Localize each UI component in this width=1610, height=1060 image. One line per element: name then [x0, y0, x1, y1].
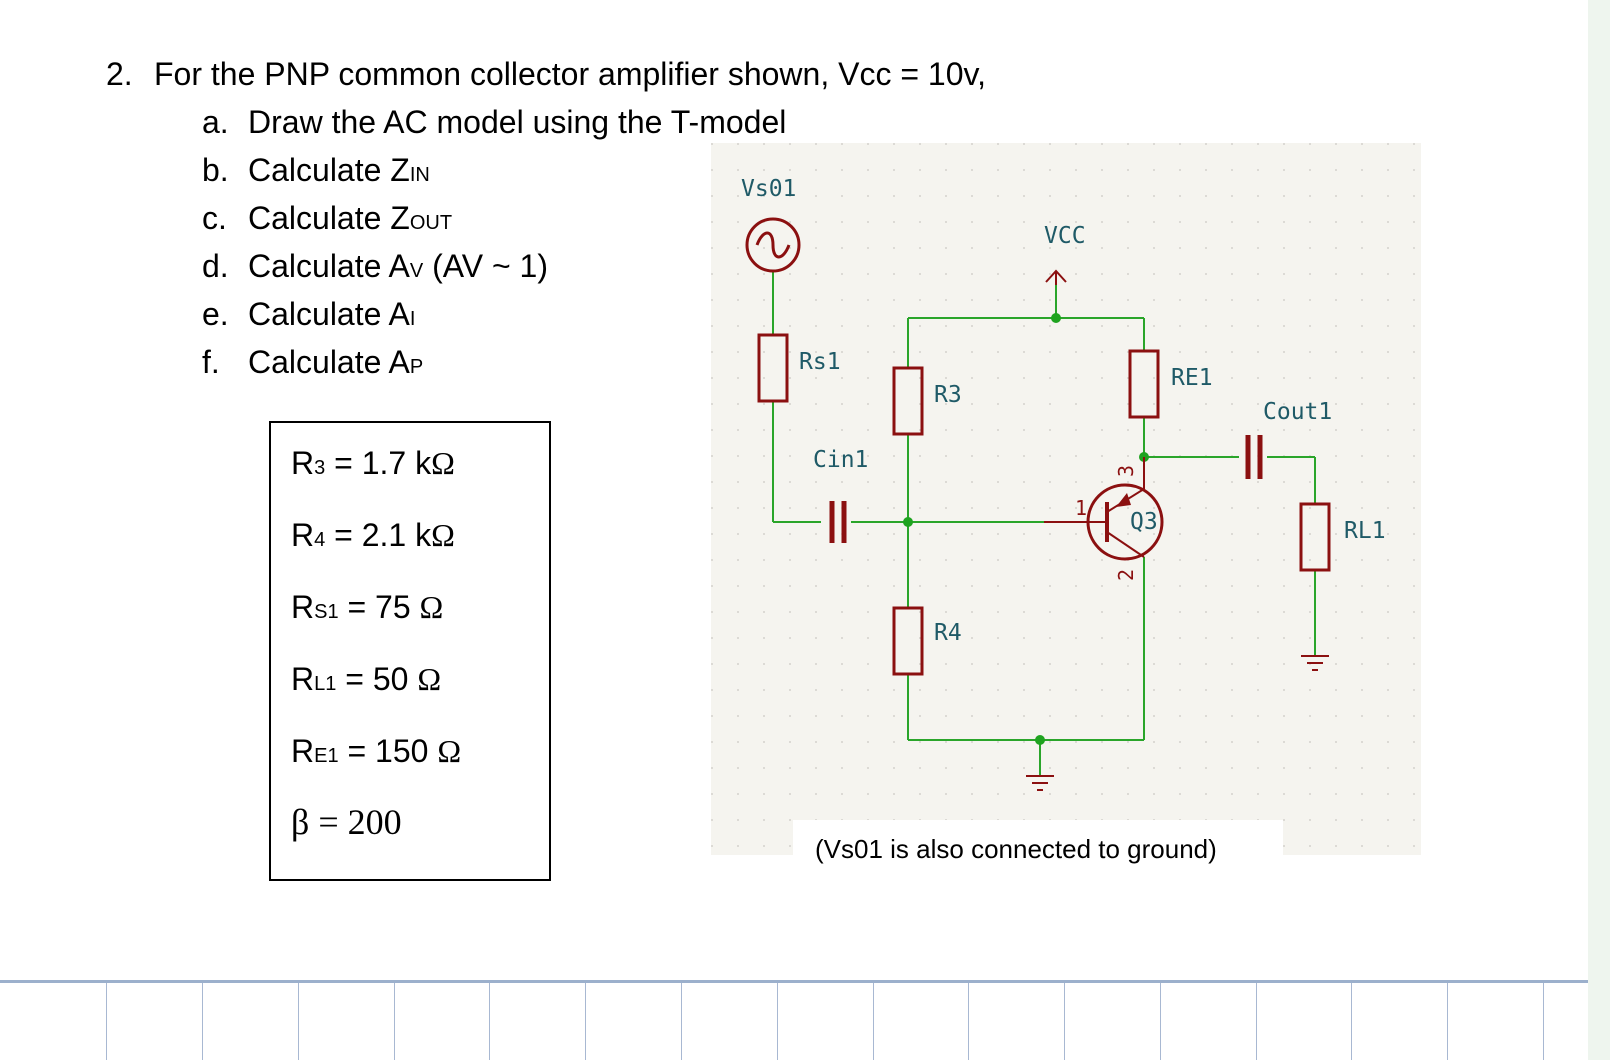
label-r4: R4 [934, 620, 962, 646]
resistor-rl1 [1299, 502, 1331, 572]
resistor-re1 [1128, 349, 1160, 419]
label-rs1: Rs1 [799, 349, 841, 375]
part-b: b.Calculate ZIN [202, 152, 430, 188]
junction-ground [1035, 735, 1045, 745]
pin-2-label: 2 [1114, 569, 1138, 581]
emitter-arrow-icon [1116, 493, 1131, 507]
grid-divider [873, 983, 874, 1060]
part-c: c.Calculate ZOUT [202, 200, 453, 236]
part-f: f.Calculate AP [202, 344, 424, 380]
sine-wave-icon [755, 231, 791, 259]
resistor-r3 [892, 366, 924, 436]
power-symbols [1026, 269, 1329, 791]
part-d: d.Calculate AV (AV ~ 1) [202, 248, 548, 284]
resistor-r4 [892, 606, 924, 676]
grid-divider [1256, 983, 1257, 1060]
components [745, 217, 1331, 676]
label-cin1: Cin1 [813, 447, 868, 473]
grid-top-line [0, 980, 1588, 983]
page-edge [1588, 0, 1610, 1060]
label-re1: RE1 [1171, 365, 1213, 391]
value-beta: β = 200 [291, 802, 402, 842]
grid-divider [1447, 983, 1448, 1060]
circuit-schematic: Vs01 VCC Rs1 R3 RE1 Cin1 Cout1 Q3 RL1 R4… [711, 143, 1421, 855]
value-r3: R3 = 1.7 kΩ [291, 445, 455, 481]
value-rs1: RS1 = 75 Ω [291, 589, 444, 625]
junction-vcc [1051, 313, 1061, 323]
grid-divider [1064, 983, 1065, 1060]
value-re1: RE1 = 150 Ω [291, 733, 462, 769]
question-text: For the PNP common collector amplifier s… [154, 56, 987, 92]
label-vcc: VCC [1044, 223, 1086, 249]
grid-divider [681, 983, 682, 1060]
grid-divider [585, 983, 586, 1060]
label-cout1: Cout1 [1263, 399, 1332, 425]
values-box: R3 = 1.7 kΩ R4 = 2.1 kΩ RS1 = 75 Ω RL1 =… [269, 421, 551, 881]
junctions [903, 313, 1149, 745]
bottom-grid [0, 980, 1588, 1060]
pin-3-label: 3 [1114, 465, 1138, 477]
collector-lead [1106, 531, 1145, 558]
grid-divider [1543, 983, 1544, 1060]
schematic-svg: Vs01 VCC Rs1 R3 RE1 Cin1 Cout1 Q3 RL1 R4… [711, 143, 1421, 855]
label-rl1: RL1 [1344, 518, 1386, 544]
pin-1-label: 1 [1075, 496, 1087, 520]
label-vs01: Vs01 [741, 176, 796, 202]
grid-divider [106, 983, 107, 1060]
part-a: a.Draw the AC model using the T-model [202, 104, 787, 140]
value-r4: R4 = 2.1 kΩ [291, 517, 455, 553]
question-number: 2. [106, 56, 133, 92]
junction-base [903, 517, 913, 527]
source-vs01-symbol [745, 217, 801, 273]
grid-divider [777, 983, 778, 1060]
grid-divider [1351, 983, 1352, 1060]
schematic-note: (Vs01 is also connected to ground) [793, 820, 1283, 864]
grid-divider [489, 983, 490, 1060]
grid-divider [394, 983, 395, 1060]
label-q3: Q3 [1130, 509, 1158, 535]
grid-divider [968, 983, 969, 1060]
value-rl1: RL1 = 50 Ω [291, 661, 442, 697]
grid-divider [202, 983, 203, 1060]
grid-divider [1160, 983, 1161, 1060]
grid-divider [298, 983, 299, 1060]
resistor-rs1 [757, 333, 789, 403]
label-r3: R3 [934, 382, 962, 408]
part-e: e.Calculate AI [202, 296, 416, 332]
